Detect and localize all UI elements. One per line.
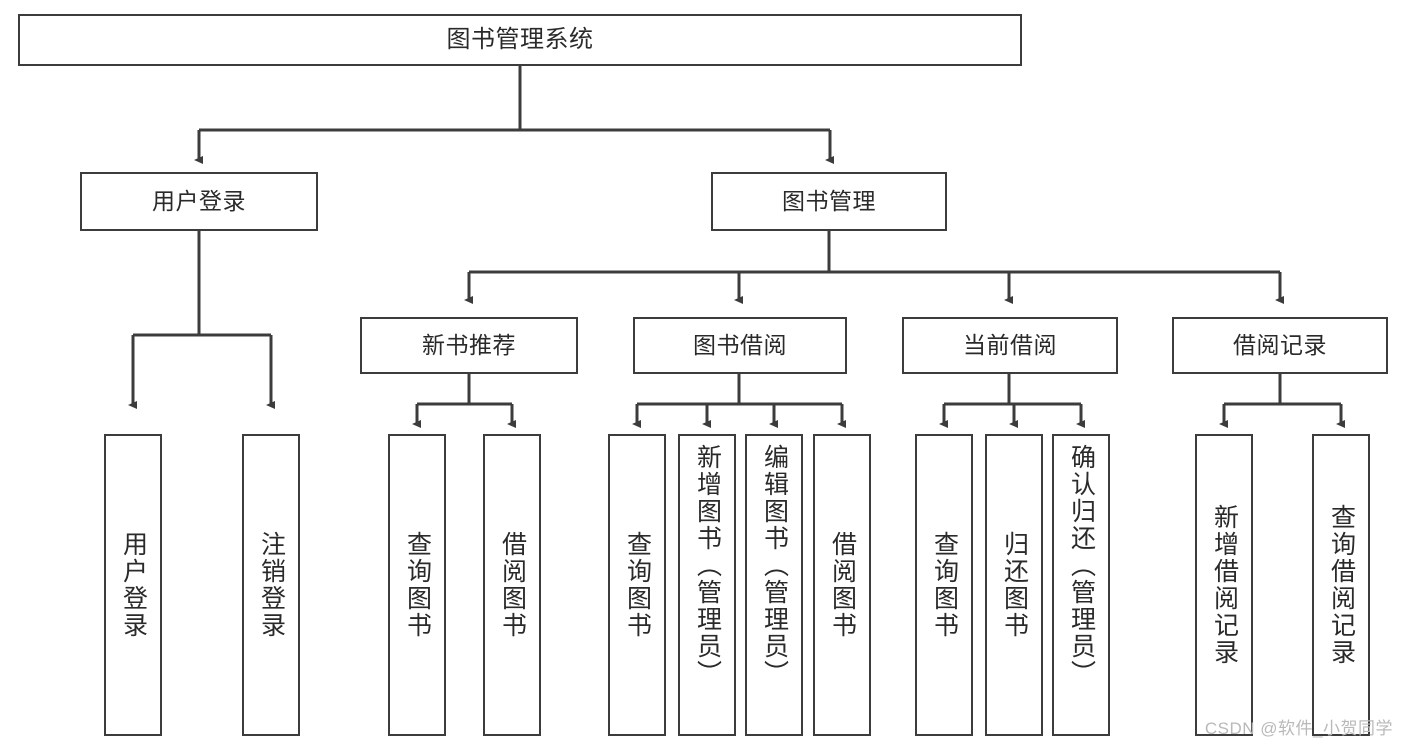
node-new-book-recommend[interactable]: 新书推荐 xyxy=(360,317,578,374)
node-book-management[interactable]: 图书管理 xyxy=(711,172,947,231)
node-borrow-record-label: 借阅记录 xyxy=(1233,331,1327,358)
node-root[interactable]: 图书管理系统 xyxy=(18,14,1022,66)
leaf-borrow-add-book-label: 新增图书（管理员） xyxy=(693,444,722,687)
leaf-user-login-signin-label: 用户登录 xyxy=(119,531,148,639)
node-current-borrow-label: 当前借阅 xyxy=(963,331,1057,358)
leaf-borrow-query-book-label: 查询图书 xyxy=(623,531,652,639)
node-root-label: 图书管理系统 xyxy=(446,25,594,53)
leaf-record-query-record[interactable]: 查询借阅记录 xyxy=(1312,434,1370,736)
leaf-record-add-record[interactable]: 新增借阅记录 xyxy=(1195,434,1253,736)
leaf-record-query-record-label: 查询借阅记录 xyxy=(1327,504,1356,666)
node-current-borrow[interactable]: 当前借阅 xyxy=(902,317,1118,374)
leaf-current-confirm-return-label: 确认归还（管理员） xyxy=(1067,444,1096,687)
node-borrow-record[interactable]: 借阅记录 xyxy=(1172,317,1388,374)
leaf-current-return-book[interactable]: 归还图书 xyxy=(985,434,1043,736)
node-book-borrow-label: 图书借阅 xyxy=(693,331,787,358)
node-book-borrow[interactable]: 图书借阅 xyxy=(633,317,847,374)
leaf-current-query-book-label: 查询图书 xyxy=(930,531,959,639)
leaf-user-login-signout-label: 注销登录 xyxy=(257,531,286,639)
leaf-borrow-borrow-book[interactable]: 借阅图书 xyxy=(813,434,871,736)
leaf-current-confirm-return[interactable]: 确认归还（管理员） xyxy=(1052,434,1110,736)
node-new-book-recommend-label: 新书推荐 xyxy=(422,331,516,358)
leaf-record-add-record-label: 新增借阅记录 xyxy=(1210,504,1239,666)
node-user-login-label: 用户登录 xyxy=(152,187,246,214)
leaf-recommend-query-book[interactable]: 查询图书 xyxy=(388,434,446,736)
leaf-borrow-add-book[interactable]: 新增图书（管理员） xyxy=(678,434,736,736)
leaf-borrow-query-book[interactable]: 查询图书 xyxy=(608,434,666,736)
leaf-recommend-borrow-book-label: 借阅图书 xyxy=(498,531,527,639)
leaf-user-login-signin[interactable]: 用户登录 xyxy=(104,434,162,736)
leaf-current-return-book-label: 归还图书 xyxy=(1000,531,1029,639)
leaf-borrow-edit-book[interactable]: 编辑图书（管理员） xyxy=(745,434,803,736)
leaf-borrow-borrow-book-label: 借阅图书 xyxy=(828,531,857,639)
leaf-current-query-book[interactable]: 查询图书 xyxy=(915,434,973,736)
watermark: CSDN @软件_小贺同学 xyxy=(1204,719,1393,738)
node-book-management-label: 图书管理 xyxy=(782,187,876,214)
node-user-login[interactable]: 用户登录 xyxy=(80,172,318,231)
leaf-borrow-edit-book-label: 编辑图书（管理员） xyxy=(760,444,789,687)
leaf-user-login-signout[interactable]: 注销登录 xyxy=(242,434,300,736)
leaf-recommend-query-book-label: 查询图书 xyxy=(403,531,432,639)
leaf-recommend-borrow-book[interactable]: 借阅图书 xyxy=(483,434,541,736)
